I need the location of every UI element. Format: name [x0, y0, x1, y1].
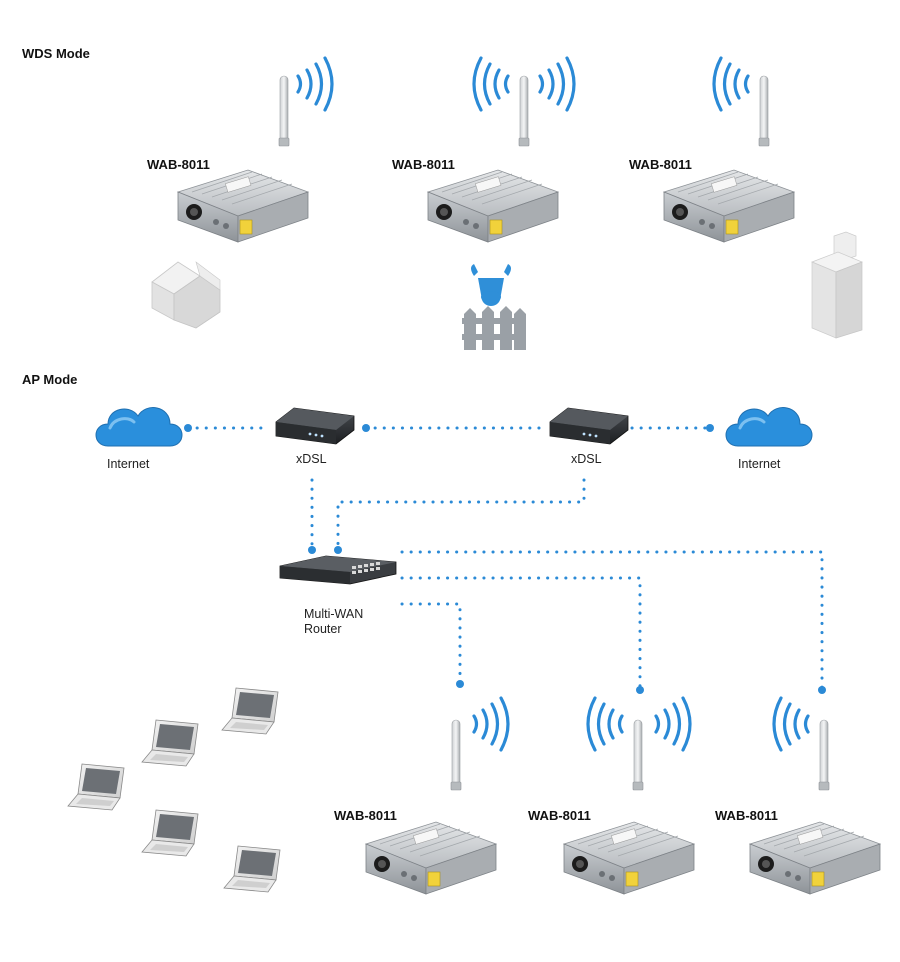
router-icon [279, 555, 397, 585]
cloud-icon [94, 406, 184, 448]
router-label-line1: Multi-WAN [304, 607, 364, 621]
wifi-signal-icon [712, 56, 750, 112]
wifi-signal-icon [654, 696, 692, 752]
modem-icon [275, 407, 355, 445]
ap-device-label-1: WAB-8011 [334, 808, 397, 823]
access-point-icon [177, 169, 309, 243]
antenna-icon [450, 719, 462, 791]
laptop-icon [223, 845, 281, 893]
bull-icon [471, 264, 511, 306]
ap-mode-ap-1 [365, 696, 510, 895]
access-point-icon [427, 169, 559, 243]
antenna-icon [818, 719, 830, 791]
wds-device-label-3: WAB-8011 [629, 157, 692, 172]
internet-label-left: Internet [107, 457, 150, 471]
router-label-line2: Router [304, 622, 342, 636]
wds-device-label-1: WAB-8011 [147, 157, 210, 172]
access-point-icon [663, 169, 795, 243]
building-icon [811, 231, 863, 339]
connection-lines [186, 426, 824, 692]
cloud-icon [724, 406, 814, 448]
router-label: Multi-WAN Router [304, 607, 363, 637]
connection-endpoints [184, 424, 826, 694]
antenna-icon [758, 75, 770, 147]
laptop-icon [141, 719, 199, 767]
house-icon [151, 261, 221, 329]
laptop-icon [221, 687, 279, 735]
antenna-icon [632, 719, 644, 791]
ap-device-label-3: WAB-8011 [715, 808, 778, 823]
access-point-icon [749, 821, 881, 895]
wifi-signal-icon [472, 696, 510, 752]
farm-icon [462, 264, 526, 350]
wds-ap-1 [177, 56, 334, 243]
wifi-signal-icon [538, 56, 576, 112]
ap-mode-title: AP Mode [22, 372, 78, 387]
antenna-icon [518, 75, 530, 147]
modem-icon [549, 407, 629, 445]
ap-device-label-2: WAB-8011 [528, 808, 591, 823]
fence-icon [462, 306, 526, 350]
wifi-signal-icon [586, 696, 624, 752]
wifi-signal-icon [472, 56, 510, 112]
wds-ap-3 [663, 56, 795, 243]
wds-device-label-2: WAB-8011 [392, 157, 455, 172]
wifi-signal-icon [296, 56, 334, 112]
wds-ap-2 [427, 56, 576, 243]
modem-label-right: xDSL [571, 452, 602, 466]
laptop-icon [141, 809, 199, 857]
antenna-icon [278, 75, 290, 147]
access-point-icon [563, 821, 695, 895]
laptop-icon [67, 763, 125, 811]
ap-mode-ap-2 [563, 696, 695, 895]
ap-section [67, 406, 881, 895]
access-point-icon [365, 821, 497, 895]
wifi-signal-icon [772, 696, 810, 752]
internet-label-right: Internet [738, 457, 781, 471]
wds-section [151, 56, 863, 350]
modem-label-left: xDSL [296, 452, 327, 466]
ap-mode-ap-3 [749, 696, 881, 895]
wds-mode-title: WDS Mode [22, 46, 90, 61]
